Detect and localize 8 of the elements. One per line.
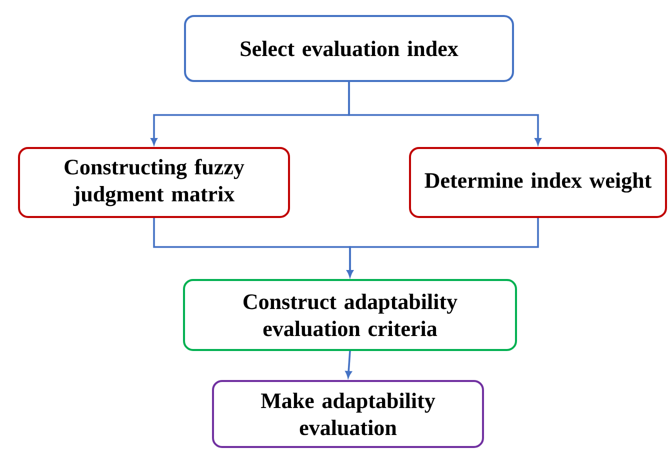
arrow [346, 218, 539, 277]
process-box: Determine index weight [409, 147, 667, 218]
process-box: Select evaluation index [184, 15, 514, 82]
arrow [345, 350, 352, 378]
arrow [348, 82, 542, 145]
process-box: Make adaptability evaluation [212, 380, 484, 448]
process-box: Constructing fuzzy judgment matrix [18, 147, 290, 218]
process-box: Construct adaptability evaluation criteria [183, 279, 517, 351]
